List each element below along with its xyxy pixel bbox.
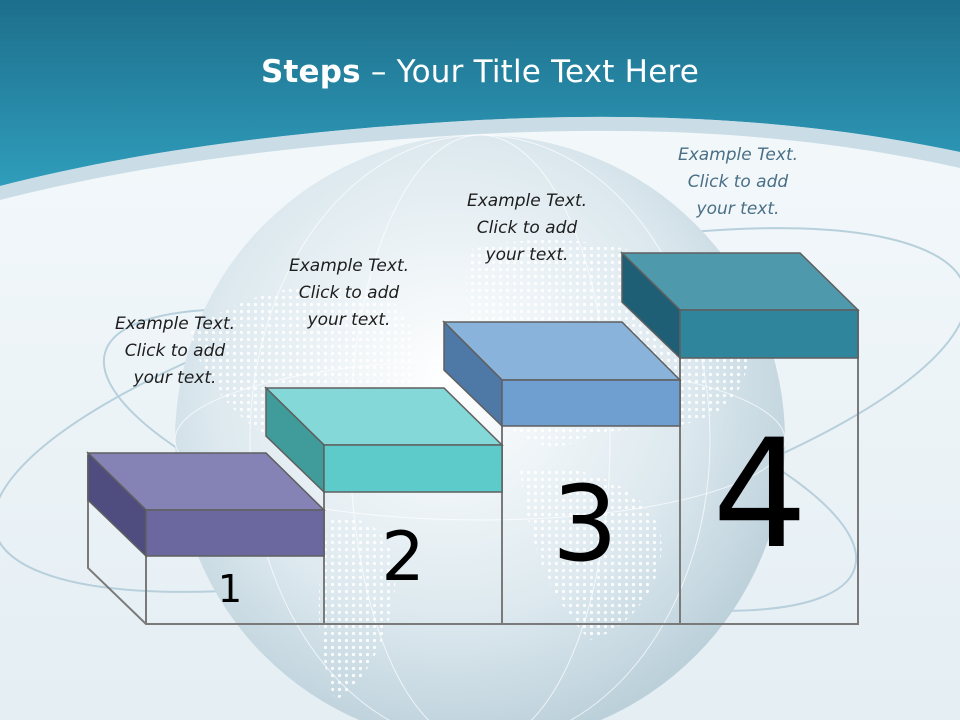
step-2-caption[interactable]: Example Text. Click to add your text. — [244, 253, 454, 334]
caption-line: Example Text. — [466, 191, 588, 211]
step-3-block[interactable] — [442, 320, 682, 428]
step-4-caption[interactable]: Example Text. Click to add your text. — [633, 142, 843, 223]
step-2-block[interactable] — [264, 386, 504, 494]
caption-line: Example Text. — [114, 314, 236, 334]
step-3-number: 3 — [551, 463, 619, 585]
title-bold: Steps — [260, 54, 361, 90]
step-1-number: 1 — [217, 567, 243, 611]
caption-line: Click to add — [476, 218, 578, 238]
caption-line: Click to add — [298, 283, 400, 303]
caption-line: Example Text. — [288, 256, 410, 276]
title-rest: Your Title Text Here — [396, 54, 699, 90]
caption-line: your text. — [696, 199, 780, 219]
caption-line: your text. — [485, 245, 569, 265]
step-4-block[interactable] — [620, 251, 860, 360]
header-band — [0, 0, 960, 186]
caption-line: Click to add — [124, 341, 226, 361]
header-swoosh — [0, 116, 960, 200]
caption-line: your text. — [307, 310, 391, 330]
step-3-caption[interactable]: Example Text. Click to add your text. — [422, 188, 632, 269]
slide-title[interactable]: Steps – Your Title Text Here — [0, 54, 960, 90]
caption-line: your text. — [133, 368, 217, 388]
step-2-number: 2 — [381, 518, 425, 597]
title-dash: – — [360, 54, 397, 90]
caption-line: Example Text. — [677, 145, 799, 165]
step-1-caption[interactable]: Example Text. Click to add your text. — [70, 311, 280, 392]
caption-line: Click to add — [687, 172, 789, 192]
step-4-number: 4 — [712, 408, 808, 582]
step-1-block[interactable] — [86, 451, 326, 558]
